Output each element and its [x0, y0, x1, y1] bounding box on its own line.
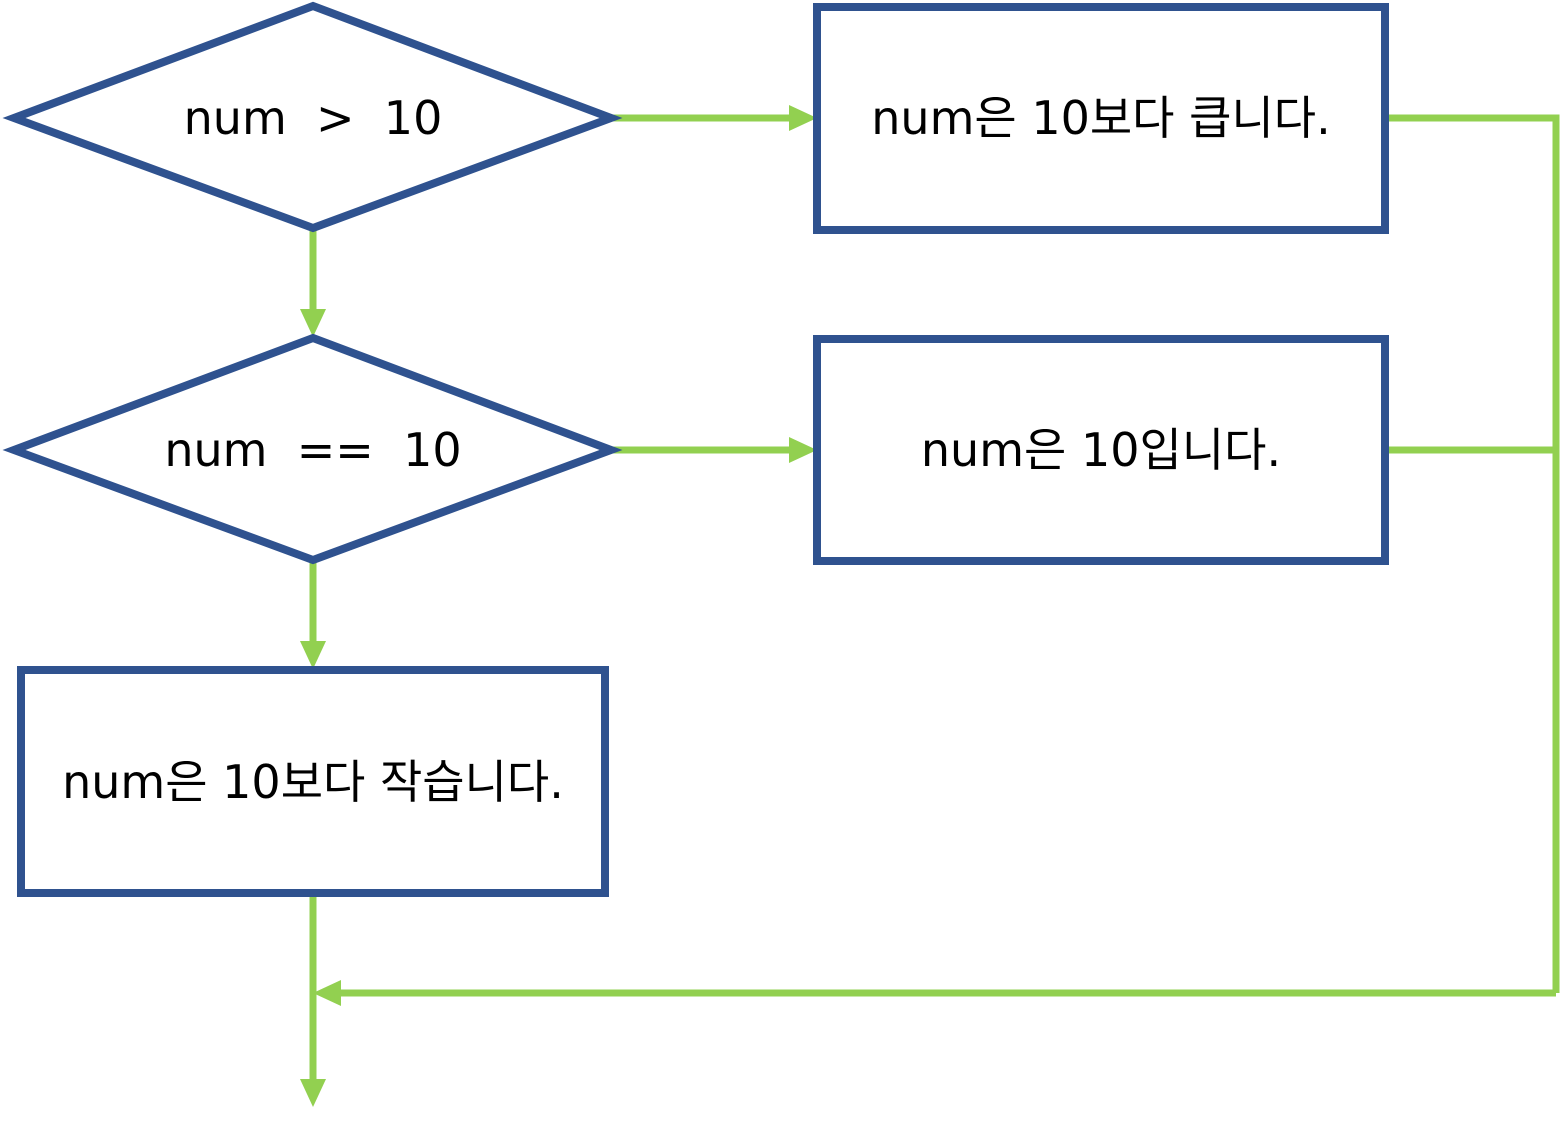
arrowhead-to-greater [789, 105, 817, 131]
connector-greater-to-merge [1387, 114, 1560, 993]
process-box [813, 3, 1389, 234]
connectors [300, 105, 1560, 1107]
arrowhead-to-decision2 [300, 309, 326, 337]
process-box [813, 335, 1389, 565]
arrowhead-merge [313, 980, 341, 1006]
arrowhead-to-equal [789, 437, 817, 463]
decision-diamond [2, 333, 623, 565]
decision-greater-than: num > 10 [2, 1, 623, 233]
decision-label: num > 10 [184, 91, 443, 145]
decision-diamond [2, 1, 623, 233]
process-box [17, 666, 609, 897]
decision-equal: num == 10 [2, 333, 623, 565]
process-less: num은 10보다 작습니다. [17, 666, 609, 897]
arrowhead-to-less [300, 641, 326, 669]
process-label: num은 10보다 작습니다. [62, 755, 564, 809]
process-equal: num은 10입니다. [813, 335, 1389, 565]
process-greater: num은 10보다 큽니다. [813, 3, 1389, 234]
process-label: num은 10보다 큽니다. [871, 91, 1330, 145]
arrowhead-exit [300, 1079, 326, 1107]
process-label: num은 10입니다. [921, 423, 1281, 477]
decision-label: num == 10 [164, 423, 461, 477]
